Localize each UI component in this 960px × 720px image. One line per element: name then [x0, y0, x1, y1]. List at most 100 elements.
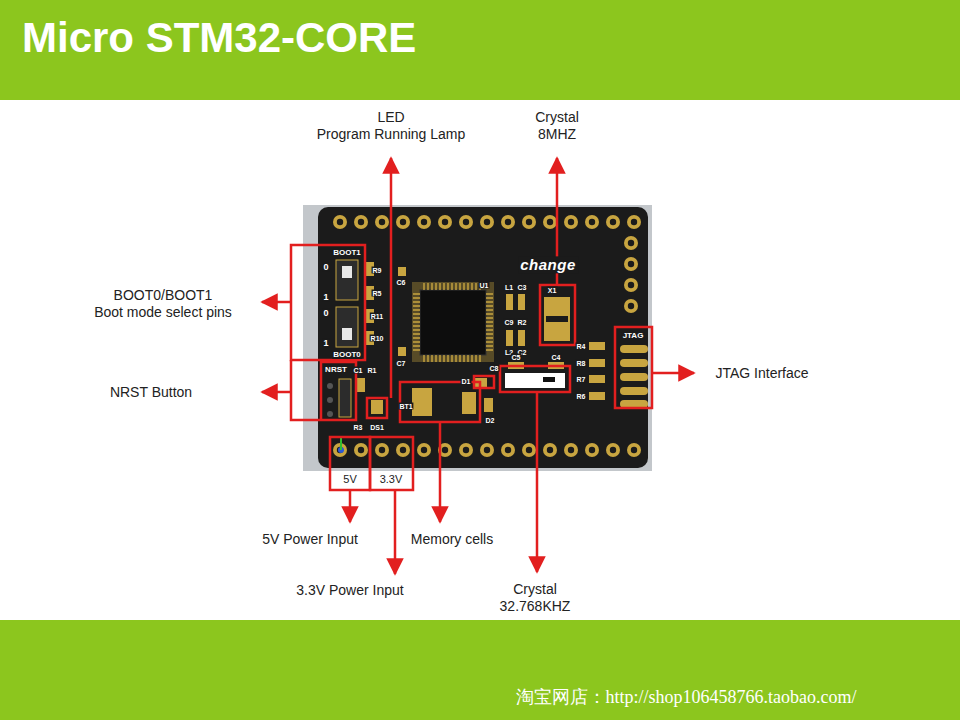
crystal-8mhz: [544, 297, 570, 341]
callout-label: 8MHZ: [538, 126, 576, 142]
mcu-chip: [412, 282, 494, 362]
pad-hole: [526, 219, 532, 225]
silkscreen-label: BT1: [398, 403, 413, 410]
pad-hole: [463, 219, 469, 225]
callout-label: LED: [377, 109, 404, 125]
pad-hole: [463, 447, 469, 453]
silkscreen-label: L1: [504, 284, 514, 291]
callout-label: BOOT0/BOOT1: [114, 287, 213, 303]
pad-hole: [631, 447, 637, 453]
header-pad: [417, 215, 431, 229]
boot-switches: [336, 260, 358, 347]
header-pad: [564, 443, 578, 457]
silkscreen-label: R7: [576, 376, 587, 383]
callout-label: Crystal: [535, 109, 579, 125]
pad-hole: [505, 219, 511, 225]
silkscreen-label: R10: [370, 335, 385, 342]
silkscreen-label: C8: [489, 365, 500, 372]
header-pad: [606, 215, 620, 229]
header-pad: [627, 215, 641, 229]
silkscreen-label: X1: [547, 287, 558, 294]
silkscreen-label: DS1: [369, 424, 385, 431]
callout-label: JTAG Interface: [715, 365, 808, 381]
header-pad: [417, 443, 431, 457]
silkscreen-label: R2: [517, 319, 528, 326]
pad-hole: [400, 447, 406, 453]
pad-hole: [421, 447, 427, 453]
pad-hole: [526, 447, 532, 453]
header-pad: [375, 215, 389, 229]
pad-hole: [568, 219, 574, 225]
jtag-pads: [620, 345, 648, 408]
pad-hole: [421, 219, 427, 225]
header-pad: [501, 215, 515, 229]
header-pad: [585, 215, 599, 229]
silkscreen-label: C6: [396, 279, 407, 286]
header-pad: [624, 236, 638, 250]
battery-holder: [412, 388, 476, 416]
pad-hole: [589, 447, 595, 453]
pad-hole: [484, 219, 490, 225]
header-pad: [459, 215, 473, 229]
silkscreen-label: 1: [322, 293, 329, 302]
silkscreen-label: C4: [551, 354, 562, 361]
header-pad: [624, 278, 638, 292]
header-pad: [438, 215, 452, 229]
header-pad: [585, 443, 599, 457]
pad-hole: [628, 261, 634, 267]
header-pad: [501, 443, 515, 457]
callout-label: NRST Button: [110, 384, 192, 400]
header-pad: [354, 443, 368, 457]
header-pad: [624, 257, 638, 271]
pad-hole: [505, 447, 511, 453]
pad-hole: [358, 219, 364, 225]
header-pad: [564, 215, 578, 229]
silkscreen-label: R5: [372, 290, 383, 297]
pad-hole: [337, 219, 343, 225]
pad-hole: [628, 240, 634, 246]
header-pad: [543, 215, 557, 229]
pad-hole: [610, 219, 616, 225]
callout-label: 3.3V Power Input: [296, 582, 403, 598]
pad-hole: [484, 447, 490, 453]
pad-hole: [610, 447, 616, 453]
header-pad: [522, 443, 536, 457]
header-pad: [480, 443, 494, 457]
header-pad: [624, 299, 638, 313]
footer-band: [0, 620, 960, 720]
header-pad: [354, 215, 368, 229]
pad-hole: [379, 447, 385, 453]
silkscreen-label: D1: [461, 378, 472, 385]
header-pad: [375, 443, 389, 457]
pad-hole: [547, 219, 553, 225]
silkscreen-label: 0: [322, 309, 329, 318]
silkscreen-label: JTAG: [622, 332, 645, 340]
silkscreen-label: 0: [322, 263, 329, 272]
silkscreen-label: NRST: [324, 366, 348, 374]
pad-hole: [442, 447, 448, 453]
pad-hole: [628, 303, 634, 309]
crystal-32k: [505, 373, 565, 388]
pad-hole: [547, 447, 553, 453]
silkscreen-label: R6: [576, 393, 587, 400]
silkscreen-label: R3: [353, 424, 364, 431]
nrst-button: [327, 379, 351, 417]
header-pad: [606, 443, 620, 457]
power-pin-label: 3.3V: [378, 473, 405, 486]
silkscreen-label: 1: [322, 339, 329, 348]
shop-watermark: 淘宝网店：http://shop106458766.taobao.com/: [516, 687, 857, 708]
pad-hole: [628, 282, 634, 288]
silkscreen-label: C1: [353, 367, 364, 374]
silkscreen-label: BOOT1: [332, 249, 362, 257]
silkscreen-label: R8: [576, 360, 587, 367]
pad-hole: [400, 219, 406, 225]
callout-label: Memory cells: [411, 531, 493, 547]
callout-label: 32.768KHZ: [500, 598, 571, 614]
pad-hole: [379, 219, 385, 225]
board-logo: change: [518, 256, 578, 273]
silkscreen-label: C9: [504, 319, 515, 326]
pad-hole: [442, 219, 448, 225]
pad-hole: [631, 219, 637, 225]
header-pad: [333, 215, 347, 229]
